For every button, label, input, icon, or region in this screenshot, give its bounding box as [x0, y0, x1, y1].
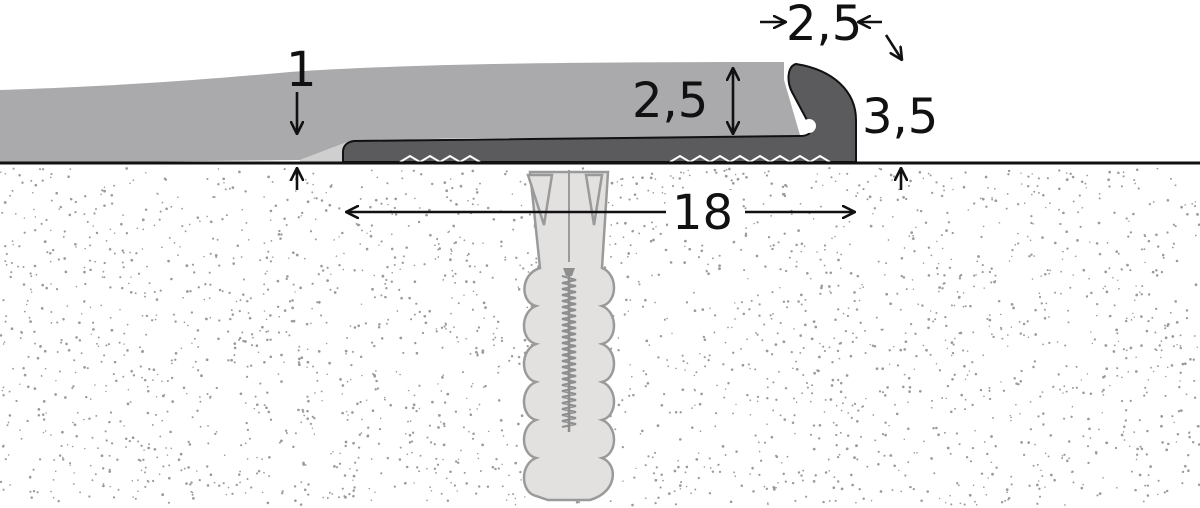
dimension-top-width: 2,5	[760, 0, 902, 60]
dimension-base-width: 18	[346, 185, 855, 241]
screw-icon	[561, 268, 577, 432]
dimension-label-top-width: 2,5	[786, 0, 862, 52]
dimension-floor-thickness: 1	[286, 42, 317, 190]
dimension-profile-height: 2,5	[632, 68, 733, 134]
substrate-concrete	[0, 166, 1200, 507]
dimension-total-height: 3,5	[862, 89, 938, 190]
dimension-label-total-height: 3,5	[862, 89, 938, 145]
dimension-label-floor-thickness: 1	[286, 42, 317, 98]
dimension-label-base-width: 18	[672, 185, 733, 241]
dimension-label-profile-height: 2,5	[632, 73, 708, 129]
